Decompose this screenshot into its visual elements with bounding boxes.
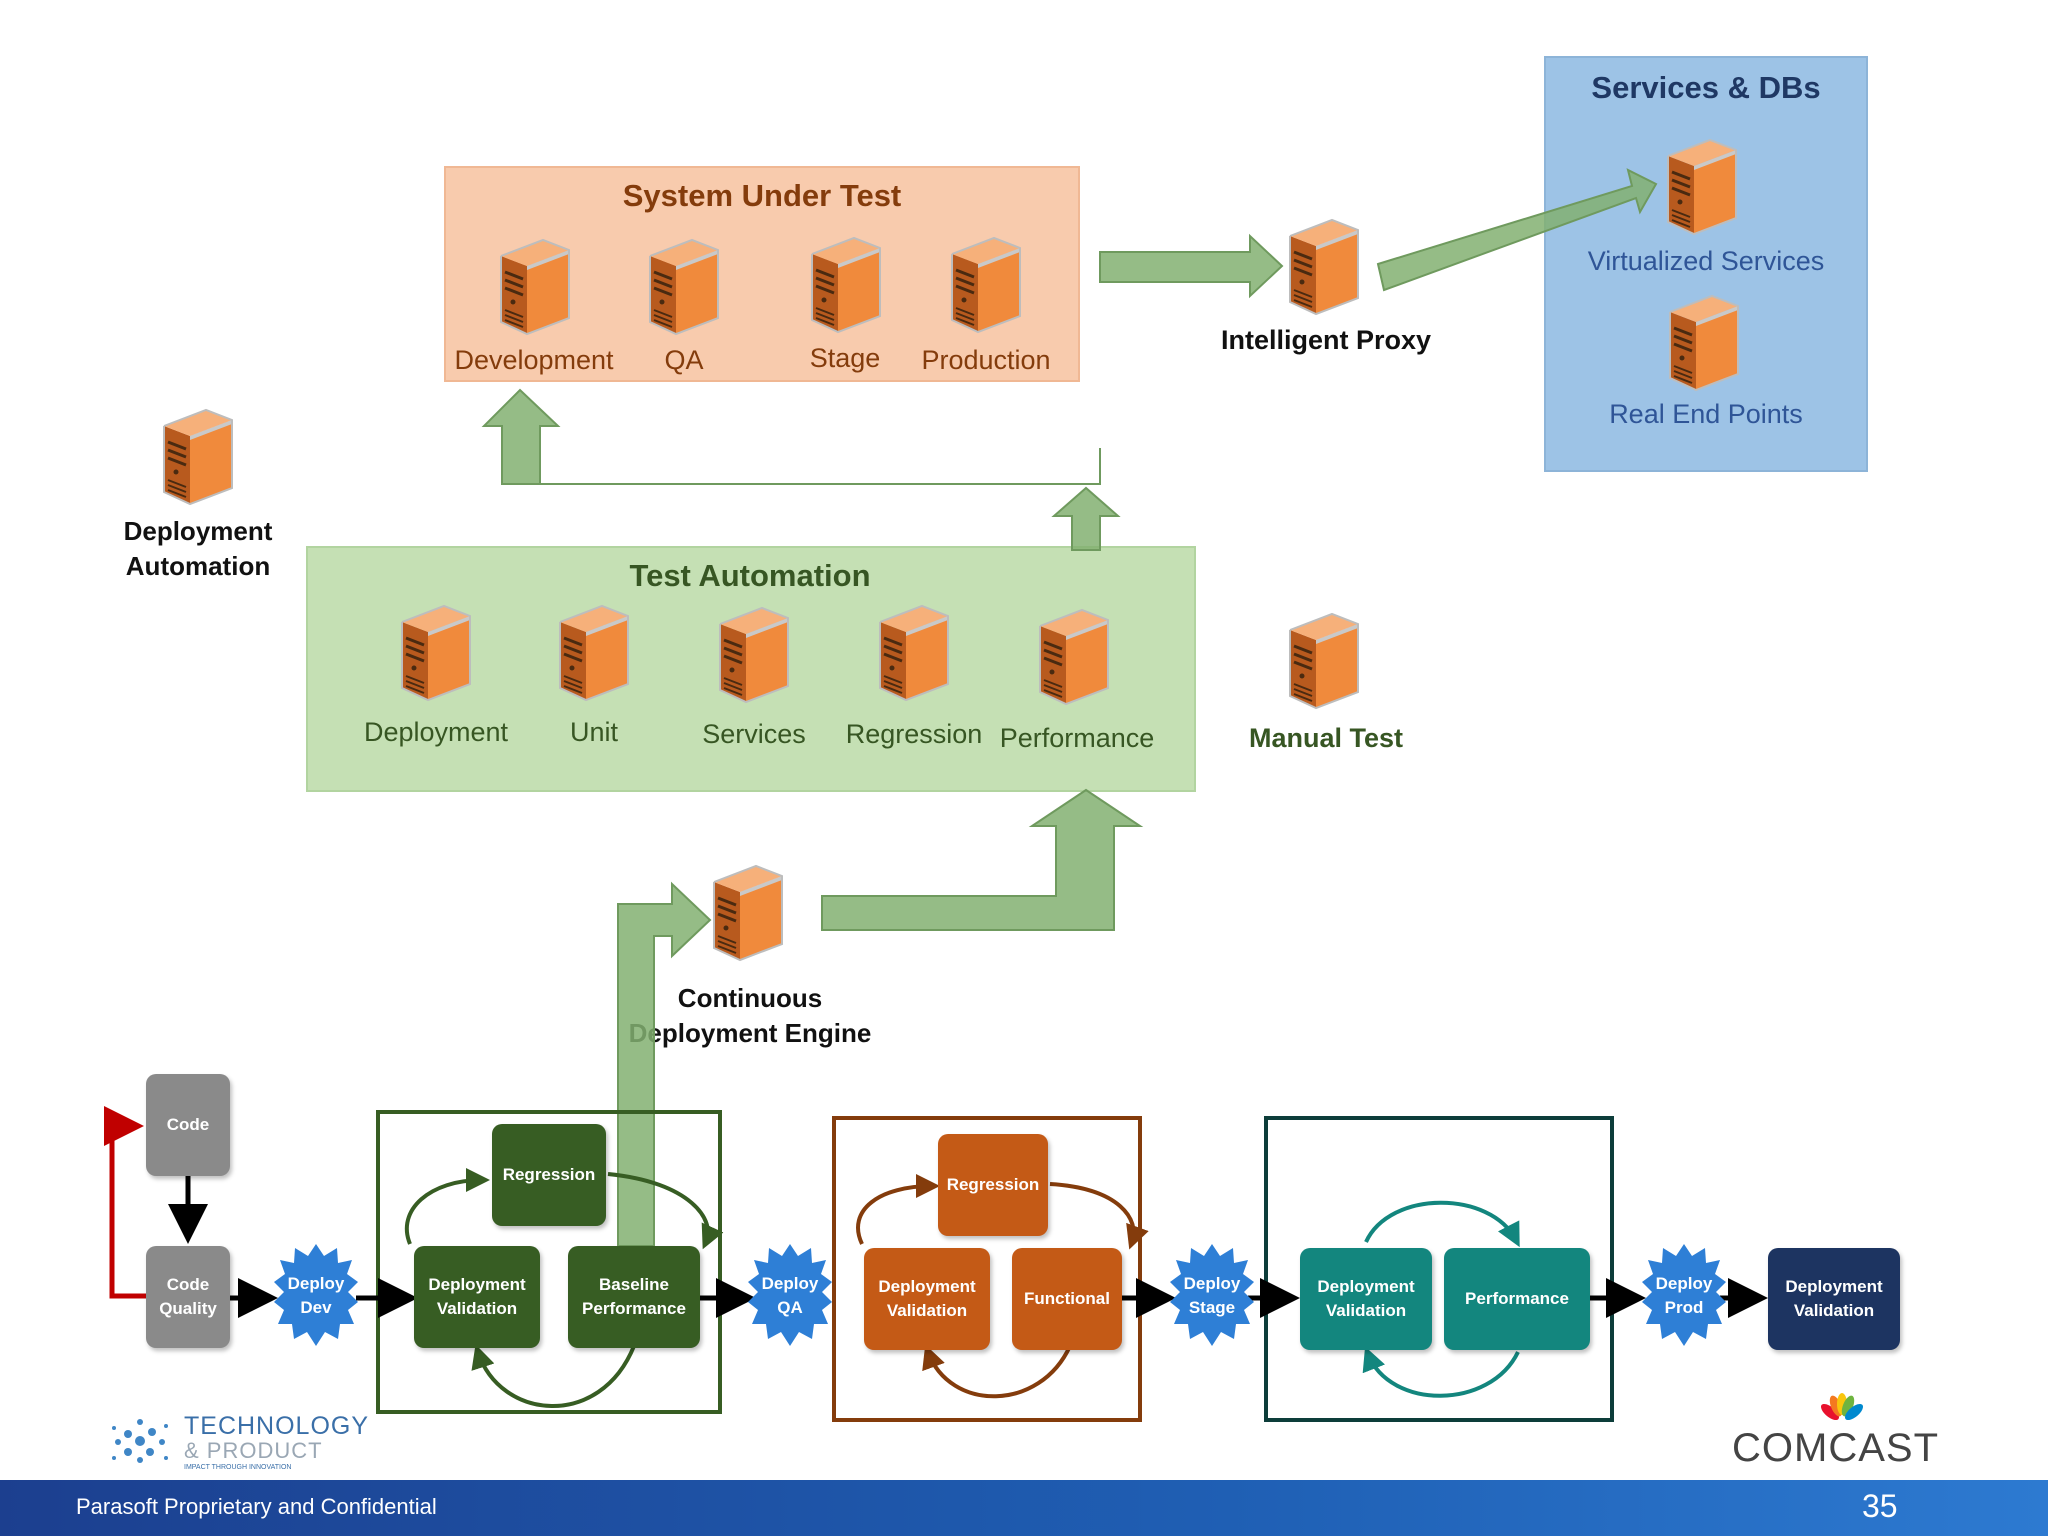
qa-stage-frame bbox=[832, 1116, 1142, 1422]
arrow-cde-to-ta bbox=[821, 788, 1144, 931]
deploy-qa-label: Deploy QA bbox=[761, 1274, 819, 1317]
footer-bar bbox=[0, 1480, 2048, 1536]
sut-label-qa: QA bbox=[664, 345, 704, 375]
deploy-prod-label: Deploy Prod bbox=[1655, 1274, 1713, 1317]
stage-deployment-validation-node: Deployment Validation bbox=[1300, 1248, 1432, 1350]
qa-deployment-validation-node: Deployment Validation bbox=[864, 1248, 990, 1350]
ta-label-unit: Unit bbox=[569, 717, 619, 747]
arrow-pipeline-to-cde bbox=[617, 881, 712, 1247]
ta-label-performance: Performance bbox=[999, 723, 1155, 753]
sut-label-production: Production bbox=[921, 345, 1051, 375]
footer-text: Parasoft Proprietary and Confidential bbox=[76, 1494, 437, 1519]
qa-regression-node: Regression bbox=[938, 1134, 1048, 1236]
manual-test-label: Manual Test bbox=[1248, 723, 1404, 753]
ta-label-regression: Regression bbox=[845, 719, 983, 749]
arrow-ta-up bbox=[1051, 486, 1121, 551]
deploy-prod-badge: Deploy Prod bbox=[1642, 1242, 1726, 1352]
peacock-icon bbox=[1820, 1393, 1864, 1421]
tp-line2: & PRODUCT bbox=[184, 1438, 323, 1463]
dev-regression-node: Regression bbox=[492, 1124, 606, 1226]
deployment-automation-label: Deployment Automation bbox=[123, 516, 273, 581]
deploy-dev-label: Deploy Dev bbox=[287, 1274, 345, 1317]
dev-stage-frame bbox=[376, 1110, 722, 1414]
swirl-icon bbox=[112, 1419, 168, 1463]
virtualized-services-label: Virtualized Services bbox=[1587, 246, 1825, 276]
ta-label-services: Services bbox=[702, 719, 806, 749]
services-dbs-title: Services & DBs bbox=[1591, 70, 1821, 105]
arrow-ta-to-sut bbox=[481, 388, 1101, 485]
prod-deployment-validation-node: Deployment Validation bbox=[1768, 1248, 1900, 1350]
tp-line1: TECHNOLOGY bbox=[184, 1412, 370, 1440]
stage-performance-node: Performance bbox=[1444, 1248, 1590, 1350]
arrow-proxy-to-services bbox=[1376, 168, 1658, 292]
sut-label-stage: Stage bbox=[809, 343, 881, 373]
stage-stage-frame bbox=[1264, 1116, 1614, 1422]
real-end-points-label: Real End Points bbox=[1609, 399, 1803, 429]
tp-tagline: IMPACT THROUGH INNOVATION bbox=[184, 1464, 292, 1471]
ta-label-deployment: Deployment bbox=[363, 717, 509, 747]
deploy-stage-badge: Deploy Stage bbox=[1170, 1242, 1254, 1352]
test-automation-title: Test Automation bbox=[629, 558, 871, 593]
dev-baseline-performance-node: Baseline Performance bbox=[568, 1246, 700, 1348]
technology-product-logo: TECHNOLOGY & PRODUCT IMPACT THROUGH INNO… bbox=[100, 1408, 368, 1474]
code-quality-node: Code Quality bbox=[146, 1246, 230, 1348]
deploy-dev-badge: Deploy Dev bbox=[274, 1242, 358, 1352]
intelligent-proxy-label: Intelligent Proxy bbox=[1220, 325, 1432, 355]
page-number: 35 bbox=[1862, 1488, 1898, 1524]
deploy-qa-badge: Deploy QA bbox=[748, 1242, 832, 1352]
code-node: Code bbox=[146, 1074, 230, 1176]
system-under-test-title: System Under Test bbox=[622, 178, 902, 213]
arrow-sut-to-proxy bbox=[1099, 233, 1284, 299]
deploy-stage-label: Deploy Stage bbox=[1183, 1274, 1241, 1317]
sut-label-development: Development bbox=[454, 345, 614, 375]
comcast-logo: COMCAST bbox=[1728, 1392, 1958, 1472]
qa-functional-node: Functional bbox=[1012, 1248, 1122, 1350]
dev-deployment-validation-node: Deployment Validation bbox=[414, 1246, 540, 1348]
comcast-wordmark: COMCAST bbox=[1732, 1426, 1939, 1470]
services-dbs-panel bbox=[1544, 56, 1868, 472]
